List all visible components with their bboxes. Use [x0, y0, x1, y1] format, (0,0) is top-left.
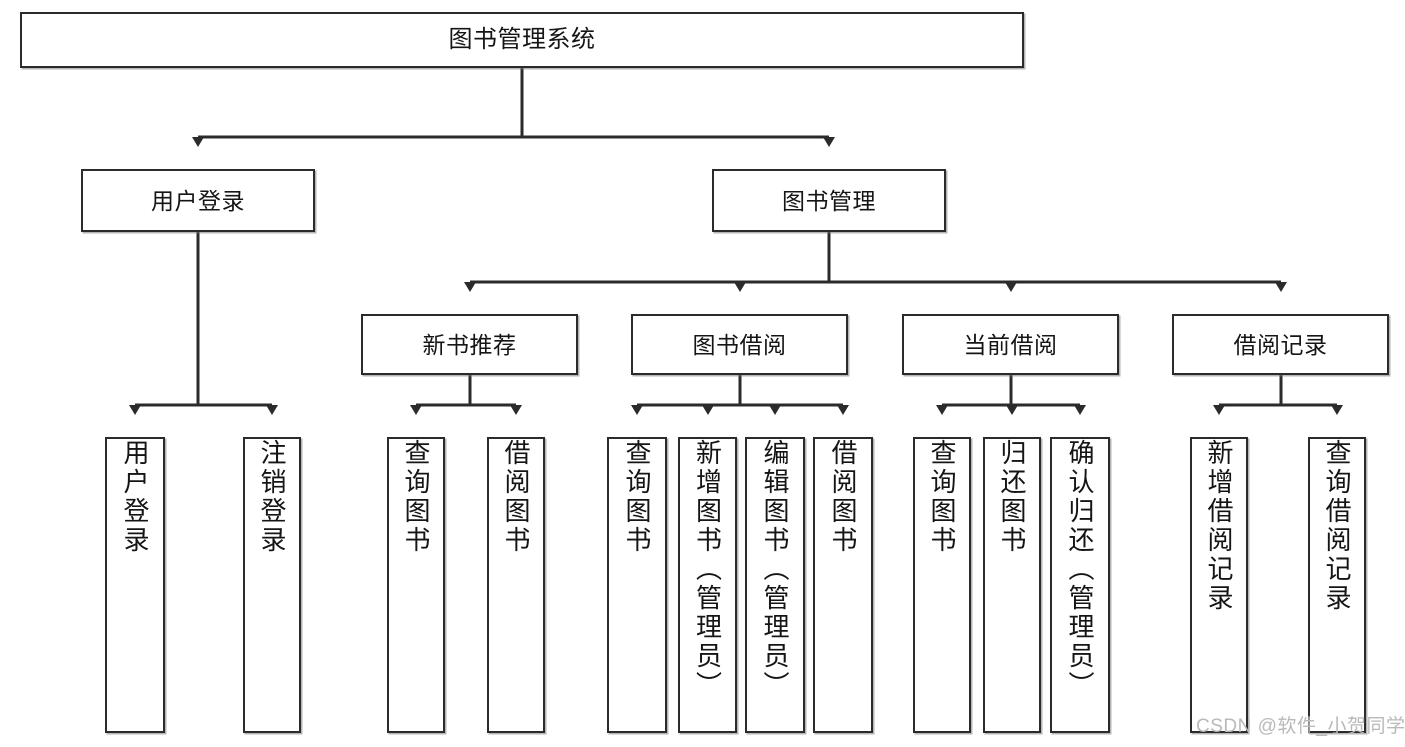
node-label: 借阅图书 [501, 439, 531, 555]
node-book-manage[interactable]: 图书管理 [712, 169, 946, 232]
node-label: 当前借阅 [963, 331, 1058, 358]
node-label: 查询图书 [401, 439, 431, 555]
node-label: 借阅图书 [828, 439, 858, 555]
node-leaf-user-login[interactable]: 用户登录 [105, 437, 165, 733]
node-label: 注销登录 [257, 439, 287, 555]
node-label: 图书管理系统 [448, 26, 596, 53]
node-borrow-record[interactable]: 借阅记录 [1172, 314, 1389, 375]
node-leaf-add-record[interactable]: 新增借阅记录 [1190, 437, 1248, 733]
node-label: 新增借阅记录 [1204, 439, 1234, 613]
node-leaf-query-book-1[interactable]: 查询图书 [387, 437, 445, 733]
node-label: 借阅记录 [1233, 331, 1328, 358]
node-leaf-confirm-return[interactable]: 确认归还（管理员） [1050, 437, 1110, 733]
node-label: 新书推荐 [422, 331, 517, 358]
node-label: 编辑图书（管理员） [760, 439, 790, 700]
node-leaf-edit-book[interactable]: 编辑图书（管理员） [745, 437, 805, 733]
node-label: 查询图书 [622, 439, 652, 555]
node-label: 新增图书（管理员） [692, 439, 723, 700]
node-current-borrow[interactable]: 当前借阅 [902, 314, 1119, 375]
node-leaf-return-book[interactable]: 归还图书 [983, 437, 1041, 733]
node-label: 用户登录 [151, 187, 245, 214]
node-label: 确认归还（管理员） [1065, 439, 1095, 700]
node-label: 查询借阅记录 [1322, 439, 1352, 613]
node-label: 查询图书 [927, 439, 957, 555]
node-label: 图书管理 [782, 187, 876, 214]
node-leaf-borrow-book-1[interactable]: 借阅图书 [487, 437, 545, 733]
node-leaf-query-record[interactable]: 查询借阅记录 [1308, 437, 1366, 733]
node-leaf-borrow-book-2[interactable]: 借阅图书 [813, 437, 873, 733]
node-label: 图书借阅 [692, 331, 787, 358]
node-leaf-logout[interactable]: 注销登录 [243, 437, 301, 733]
node-leaf-query-book-2[interactable]: 查询图书 [607, 437, 667, 733]
node-leaf-query-book-3[interactable]: 查询图书 [913, 437, 971, 733]
node-book-borrow[interactable]: 图书借阅 [631, 314, 848, 375]
node-leaf-add-book[interactable]: 新增图书（管理员） [678, 437, 737, 733]
node-user-login[interactable]: 用户登录 [81, 169, 315, 232]
node-label: 用户登录 [120, 439, 150, 555]
node-label: 归还图书 [997, 439, 1027, 555]
node-root[interactable]: 图书管理系统 [20, 12, 1024, 68]
node-new-book-rec[interactable]: 新书推荐 [361, 314, 578, 375]
